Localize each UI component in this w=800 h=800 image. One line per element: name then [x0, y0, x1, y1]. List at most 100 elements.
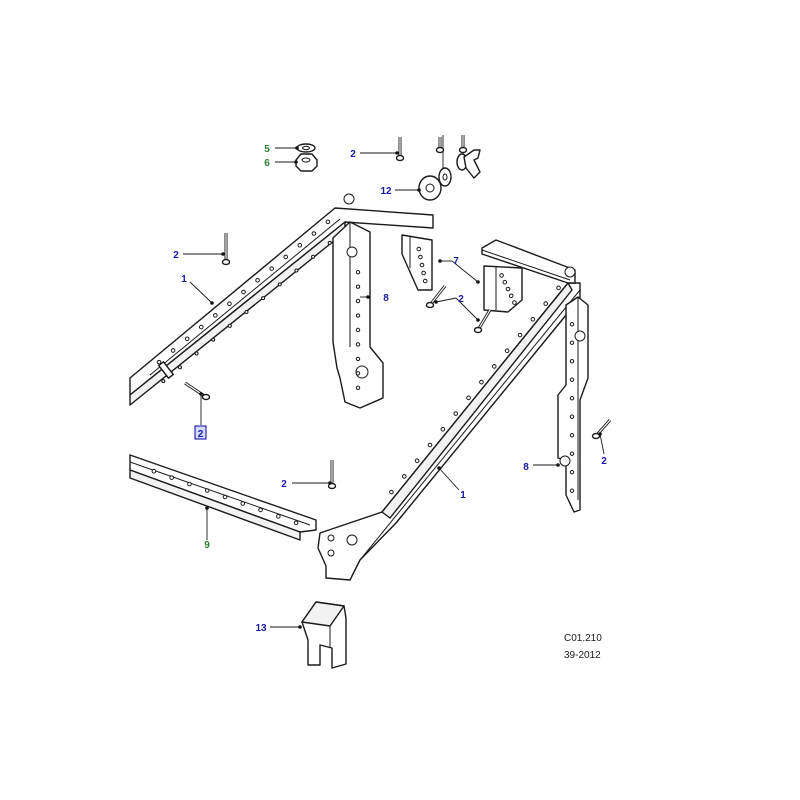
- callout-2-top[interactable]: 2: [350, 149, 356, 160]
- rivet-hole: [419, 262, 425, 268]
- right-vertical-post: [557, 296, 589, 513]
- rivet-hole: [569, 322, 575, 327]
- rivet-hole: [311, 254, 316, 259]
- rivet-hole: [294, 268, 299, 273]
- rivet-hole: [194, 351, 199, 356]
- callout-2-highlighted[interactable]: 2: [198, 429, 204, 440]
- gusset-plate-lower: [483, 265, 523, 313]
- rivet-hole: [355, 284, 361, 289]
- centre-vertical-post: [332, 221, 384, 409]
- rivet-hole: [169, 475, 174, 480]
- rivet-hole: [255, 278, 260, 283]
- rivet-hole: [569, 359, 575, 364]
- callout-2-left[interactable]: 2: [173, 250, 179, 261]
- rivet-hole: [414, 458, 420, 464]
- callout-2-centre[interactable]: 2: [458, 294, 464, 305]
- rivet-hole: [211, 337, 216, 342]
- rivet-hole: [204, 488, 210, 493]
- rivet-hole: [479, 379, 484, 385]
- rivet-hole: [161, 379, 166, 384]
- rivet-hole: [327, 240, 332, 245]
- rivet-hole: [569, 470, 575, 475]
- nut-part-6: [295, 153, 318, 172]
- callout-8-centre-post[interactable]: 8: [383, 293, 389, 304]
- rivet-hole: [569, 396, 575, 401]
- callout-6[interactable]: 6: [264, 158, 270, 169]
- rivet-hole: [569, 377, 575, 382]
- rivet-hole: [418, 254, 423, 260]
- callout-8-right-post[interactable]: 8: [523, 462, 529, 473]
- rivet-head: [395, 154, 405, 162]
- rivet-hole: [427, 442, 433, 448]
- callout-13[interactable]: 13: [255, 623, 267, 634]
- rivet-hole: [269, 266, 274, 271]
- rivet-hole: [508, 293, 514, 299]
- rivet-hole: [401, 474, 407, 479]
- rivet-hole: [240, 501, 246, 506]
- rivet-hole: [569, 340, 575, 345]
- rivet-hole: [198, 324, 204, 330]
- callout-5[interactable]: 5: [264, 144, 270, 155]
- rivet-hole: [227, 301, 232, 306]
- callout-2-right[interactable]: 2: [601, 456, 607, 467]
- rivet-hole: [530, 316, 536, 322]
- rivet-hole: [258, 507, 263, 513]
- rivet-hole: [241, 289, 246, 295]
- rivets: [184, 135, 612, 490]
- rivet-hole: [151, 468, 157, 474]
- rivet-hole: [355, 270, 361, 275]
- rivet-hole: [569, 488, 575, 493]
- rivet-hole: [222, 494, 228, 500]
- rivet-hole: [416, 246, 422, 252]
- callout-1-right-rail[interactable]: 1: [460, 490, 466, 501]
- rivet-hole: [213, 313, 218, 318]
- rivet-hole: [499, 273, 504, 278]
- corner-cap-part-13: [301, 601, 347, 669]
- rivet-hole: [297, 242, 303, 248]
- rivet-hole: [512, 300, 517, 305]
- rivet-head: [221, 258, 231, 266]
- rivet-hole: [421, 270, 426, 276]
- callout-1-left-rail[interactable]: 1: [181, 274, 187, 285]
- rivet-hole: [504, 348, 510, 354]
- rivet-hole: [277, 282, 282, 287]
- rivet-hole: [491, 364, 497, 369]
- rivet-hole: [389, 489, 394, 495]
- rivet-hole: [227, 323, 232, 328]
- callout-2-lower[interactable]: 2: [281, 479, 287, 490]
- rivet-hole: [422, 278, 428, 284]
- rivet-head: [458, 146, 468, 154]
- rivet-hole: [440, 426, 446, 432]
- rivet-hole: [569, 433, 575, 438]
- rivet-hole: [466, 395, 471, 401]
- rivet-head: [201, 393, 211, 401]
- rivet-hole: [156, 359, 162, 365]
- rivet-hole: [355, 298, 361, 304]
- gusset-plate-upper: [401, 234, 433, 291]
- rear-cross-rail: [343, 193, 576, 284]
- rivet-hole: [311, 231, 317, 236]
- callout-7[interactable]: 7: [453, 256, 459, 267]
- callout-12[interactable]: 12: [380, 186, 392, 197]
- rivet-hole: [517, 332, 523, 338]
- washer-part-5: [296, 143, 316, 153]
- diagram-code: C01.210: [564, 633, 602, 644]
- rivet-hole: [505, 286, 511, 292]
- rivet-hole: [355, 342, 361, 347]
- rivet-hole: [261, 296, 266, 301]
- rivet-hole: [283, 254, 289, 260]
- rivet-hole: [569, 414, 575, 419]
- callout-9[interactable]: 9: [204, 540, 210, 551]
- callout-labels: 5 6 2 12 2 1 7 8 2 2 2 8 2 1 9 13: [173, 144, 607, 634]
- bush-part-12: [418, 135, 452, 201]
- rivet-hole: [276, 514, 281, 519]
- rivet-head: [473, 326, 483, 334]
- diagram-date: 39-2012: [564, 650, 601, 661]
- rivet-hole: [543, 301, 549, 306]
- rivet-hole: [355, 327, 361, 333]
- rivet-hole: [355, 313, 361, 318]
- rivet-hole: [325, 219, 331, 225]
- rivet-hole: [569, 451, 575, 456]
- rivet-hole: [556, 285, 561, 291]
